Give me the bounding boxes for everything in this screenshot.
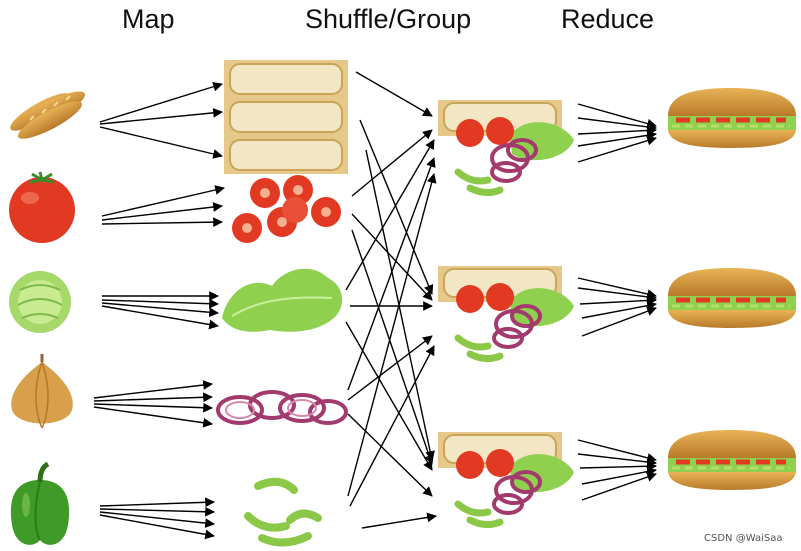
group-2-icon bbox=[438, 266, 574, 363]
map-arrows bbox=[93, 81, 225, 540]
sandwich-icon bbox=[668, 268, 796, 328]
watermark: CSDN @WaiSaa bbox=[704, 533, 782, 544]
reduce-header: Reduce bbox=[561, 4, 654, 34]
onion-rings-icon bbox=[216, 390, 348, 425]
lettuce-leaf-icon bbox=[222, 268, 343, 332]
shuffle-arrows bbox=[345, 71, 437, 529]
reduce-arrows bbox=[577, 103, 657, 501]
map-header: Map bbox=[122, 4, 175, 34]
bread-slices-icon bbox=[224, 60, 348, 174]
group-3-icon bbox=[438, 432, 574, 529]
tomato-icon bbox=[9, 171, 75, 243]
pepper-slices-icon bbox=[244, 477, 322, 547]
lettuce-icon bbox=[9, 271, 71, 333]
sandwich-icon bbox=[668, 430, 796, 490]
sandwich-icon bbox=[668, 88, 796, 148]
shuffle-header: Shuffle/Group bbox=[305, 4, 471, 34]
group-1-icon bbox=[438, 100, 574, 197]
pepper-icon bbox=[10, 461, 70, 545]
baguette-icon bbox=[10, 91, 86, 139]
onion-icon bbox=[11, 354, 73, 429]
tomato-slices-icon bbox=[232, 175, 341, 243]
